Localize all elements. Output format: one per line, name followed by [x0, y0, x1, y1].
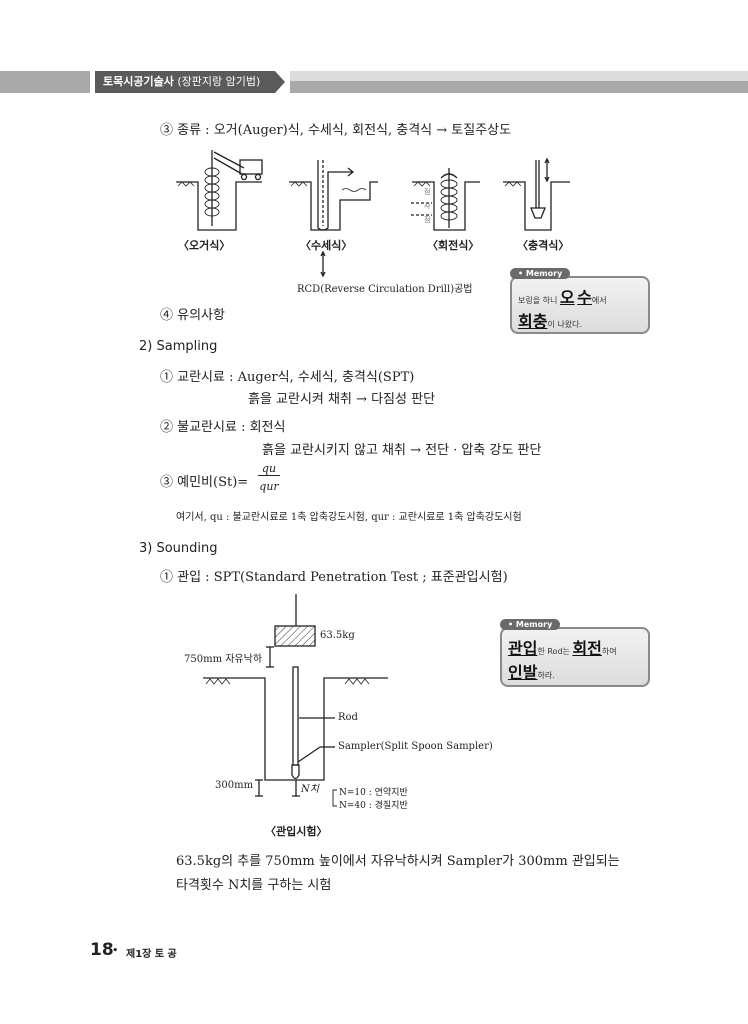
drop-height-label: 750mm 자유낙하 [184, 654, 263, 665]
caption-auger: 〈오거식〉 [178, 239, 231, 252]
sampling-item-2: ② 불교란시료 : 회전식 [160, 420, 286, 435]
percussion-boring-diagram [503, 157, 570, 231]
sensitivity-label: ③ 예민비(St)= [160, 475, 249, 490]
memory-tag: • Memory [500, 619, 561, 630]
wash-boring-diagram [289, 160, 378, 231]
rcd-arrow [320, 250, 326, 278]
sampler-label: Sampler(Split Spoon Sampler) [338, 741, 493, 752]
layer-label-clay-2: 점 [424, 216, 431, 224]
rcd-label: RCD(Reverse Circulation Drill)공법 [297, 284, 473, 295]
header-stripe [290, 71, 748, 93]
memory-box-2: • Memory 관입한 Rod는 회전하여 인발하라. [500, 619, 650, 687]
caution-item: ④ 유의사항 [160, 308, 225, 323]
memory-box-1: • Memory 보링을 하니 오 수에서 회충이 나왔다. [510, 268, 650, 334]
footer-dot: • [112, 944, 119, 957]
sampling-item-2-sub: 흙을 교란시키지 않고 채취 → 전단 · 압축 강도 판단 [262, 443, 542, 458]
spt-description-line-1: 63.5kg의 추를 750mm 높이에서 자유낙하시켜 Sampler가 30… [176, 854, 620, 869]
header-arrow [275, 71, 285, 93]
auger-boring-diagram [176, 150, 263, 231]
fraction-numerator: qu [258, 462, 280, 476]
book-subtitle: (장판지랑 암기법) [177, 75, 261, 88]
types-line: ③ 종류 : 오거(Auger)식, 수세식, 회전식, 충격식 → 토질주상도 [160, 123, 512, 138]
caption-wash: 〈수세식〉 [300, 239, 353, 252]
rod-label: Rod [338, 712, 358, 723]
n-value-label: N치 [301, 784, 319, 795]
book-title: 토목시공기술사 [103, 75, 174, 88]
n10-label: N=10 : 연약지반 [339, 788, 408, 798]
sounding-item-1: ① 관입 : SPT(Standard Penetration Test ; 표… [160, 570, 508, 585]
caption-rotary: 〈회전식〉 [427, 239, 480, 252]
caption-percussion: 〈충격식〉 [517, 239, 570, 252]
layer-label-sand: 사 [424, 202, 431, 210]
running-header: 토목시공기술사 (장판지랑 암기법) [95, 71, 275, 93]
sampling-heading: 2) Sampling [139, 339, 218, 354]
n40-label: N=40 : 경질지반 [339, 801, 408, 811]
chapter-label: 제1장 토 공 [126, 949, 177, 960]
spt-description-line-2: 타격횟수 N치를 구하는 시험 [176, 878, 332, 893]
sounding-heading: 3) Sounding [139, 541, 218, 556]
fraction-denominator: qur [259, 480, 279, 493]
spt-caption: 〈관입시험〉 [265, 825, 328, 838]
penetration-depth-label: 300mm [215, 780, 254, 791]
sampling-item-1-sub: 흙을 교란시켜 채취 → 다짐성 판단 [248, 392, 436, 407]
spt-diagram [203, 594, 388, 807]
sensitivity-note: 여기서, qu : 불교란시료로 1축 압축강도시험, qur : 교란시료로 … [176, 512, 522, 523]
weight-label: 63.5kg [320, 630, 355, 641]
page-number: 18 [90, 940, 114, 960]
header-bar-left [0, 71, 90, 93]
memory-tag: • Memory [510, 268, 571, 279]
rotary-boring-diagram [411, 168, 480, 231]
sampling-item-1: ① 교란시료 : Auger식, 수세식, 충격식(SPT) [160, 370, 415, 385]
layer-label-clay-1: 점 [424, 188, 431, 196]
